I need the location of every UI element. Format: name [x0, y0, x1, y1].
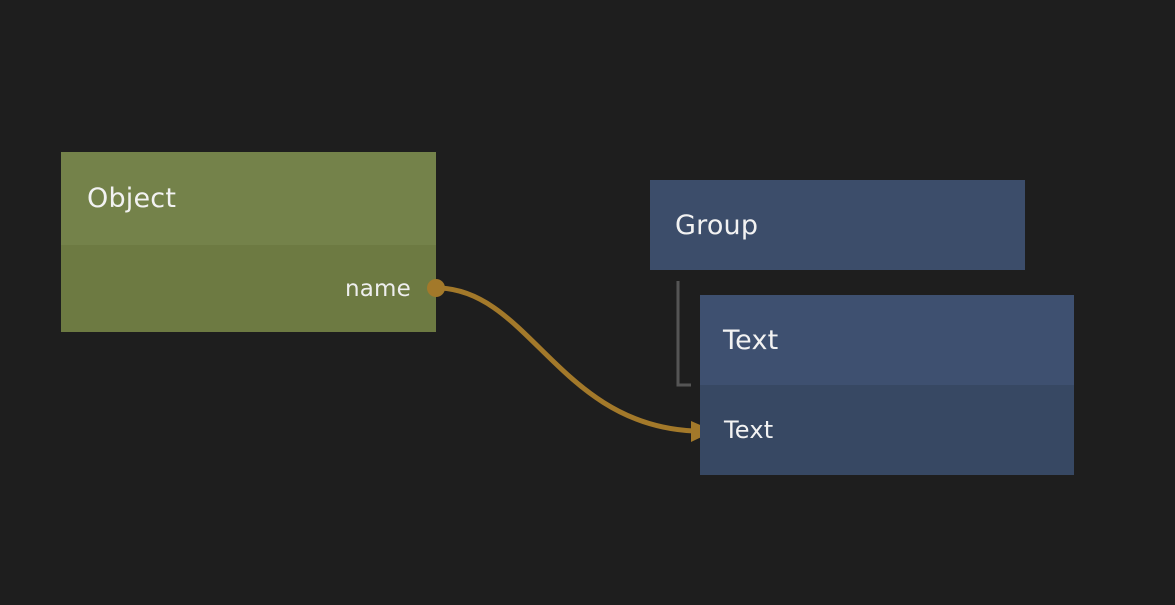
node-text-title: Text	[723, 324, 779, 356]
node-group-title: Group	[675, 209, 759, 241]
node-text-header[interactable]: Text	[700, 295, 1074, 385]
node-object-header[interactable]: Object	[61, 152, 436, 245]
node-group[interactable]: Group	[650, 180, 1025, 270]
node-object-field-label: name	[344, 275, 411, 302]
node-object-title: Object	[87, 183, 177, 214]
node-object-field-name[interactable]: name	[61, 245, 436, 332]
node-object[interactable]: Object name	[61, 152, 436, 332]
node-text[interactable]: Text Text	[700, 295, 1074, 475]
node-text-field[interactable]: Text	[700, 385, 1074, 475]
node-group-header[interactable]: Group	[650, 180, 1025, 270]
edge-group-to-text	[676, 281, 691, 387]
edge-name-to-text	[437, 285, 697, 434]
port-name-output[interactable]	[427, 279, 445, 297]
node-text-field-label: Text	[724, 416, 774, 444]
